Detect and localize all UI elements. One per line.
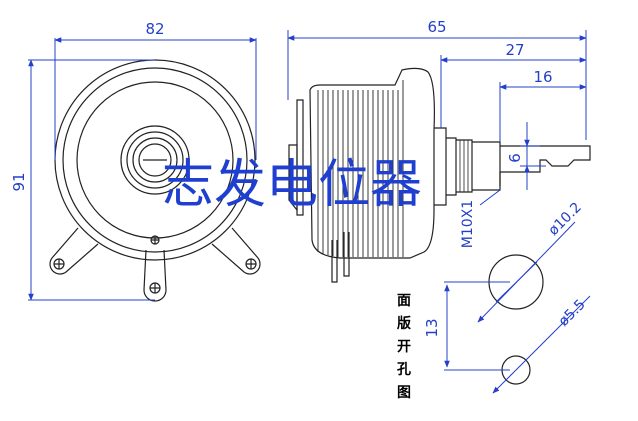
inner-body-circle — [62, 67, 248, 253]
label-char-1: 面 — [397, 293, 411, 309]
mount-tab-left — [49, 227, 99, 275]
panel-cutout — [488, 254, 544, 385]
side-dimensions — [287, 30, 587, 206]
shaft-circle — [138, 143, 172, 177]
dim-thread: M10X1 — [460, 200, 476, 248]
bushing-ring — [434, 127, 447, 206]
tab-hole-left — [53, 258, 65, 270]
nut-circle — [132, 137, 178, 183]
tab-hole-bottom — [149, 282, 161, 294]
label-char-5: 图 — [397, 385, 411, 401]
mount-tab-bottom — [143, 249, 167, 302]
dim-side-length: 65 — [427, 18, 446, 36]
shaft-base — [472, 141, 501, 191]
bushing-inner — [126, 131, 184, 189]
nut — [446, 137, 457, 196]
dim-hole-large: ø10.2 — [545, 199, 584, 238]
cutout-dimensions — [444, 221, 591, 394]
tab-hole-right — [245, 258, 257, 270]
dim-front-height: 91 — [10, 172, 28, 191]
side-view — [288, 67, 591, 283]
center-mark — [150, 235, 160, 245]
mount-tab-right — [211, 227, 261, 275]
watermark-text: 志发电位器 — [162, 155, 422, 215]
dim-shaft-length: 27 — [505, 41, 524, 59]
label-char-3: 开 — [397, 339, 411, 355]
label-char-4: 孔 — [397, 362, 411, 378]
panel-cutout-label: 面 版 开 孔 图 — [397, 293, 411, 401]
dim-flat: 6 — [506, 153, 524, 163]
label-char-2: 版 — [397, 315, 411, 332]
dim-hole-spacing: 13 — [423, 318, 441, 337]
thread-lines — [459, 140, 469, 192]
dim-shaft-tip: 16 — [533, 68, 552, 86]
bushing-outer — [120, 125, 190, 195]
body-ribs — [317, 80, 404, 257]
dim-front-width: 82 — [145, 20, 164, 38]
terminal-pin-2 — [343, 232, 350, 277]
terminal-pin-1 — [331, 240, 338, 283]
front-dimensions — [28, 37, 257, 301]
body-housing — [309, 67, 435, 259]
